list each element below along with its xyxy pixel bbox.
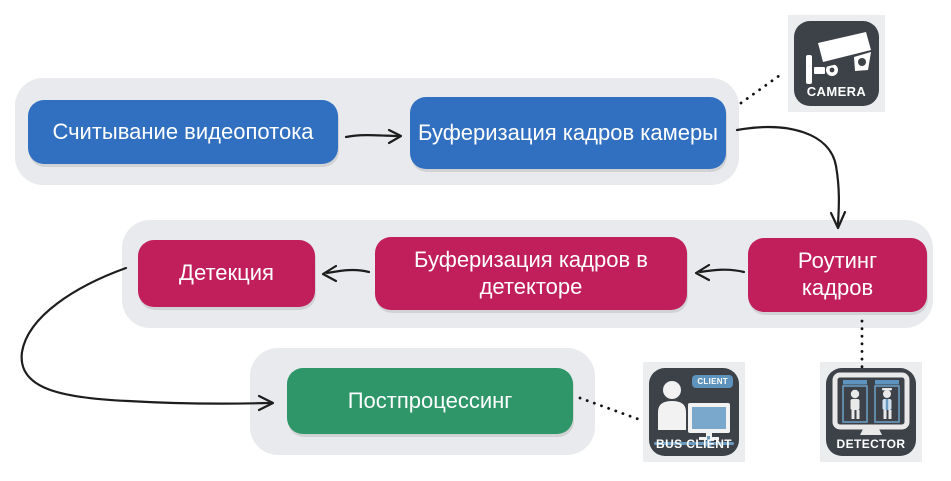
detector-tile: DETECTOR — [820, 362, 922, 462]
node-detector-buffer: Буферизация кадров в детекторе — [375, 237, 687, 310]
node-read-stream: Считывание видеопотока — [28, 100, 338, 164]
camera-icon: CAMERA — [794, 21, 879, 106]
node-frame-routing: Роутинг кадров — [748, 238, 927, 312]
node-postprocessing: Постпроцессинг — [287, 368, 573, 434]
node-camera-buffer: Буферизация кадров камеры — [410, 97, 726, 169]
cctv-camera-icon — [806, 32, 871, 84]
node-detection: Детекция — [138, 240, 315, 307]
bus-client-caption: BUS CLIENT — [656, 437, 732, 451]
bus-client-icon: CLIENT BUS CLIENT — [649, 368, 739, 456]
arrow-cambuf-to-routing — [735, 126, 847, 230]
dotted-cambuf-to-camera — [739, 71, 785, 105]
person-monitor-icon — [654, 381, 734, 447]
detector-monitor-icon — [832, 372, 910, 435]
detector-caption: DETECTOR — [836, 437, 906, 451]
camera-caption: CAMERA — [806, 84, 867, 99]
client-badge: CLIENT — [692, 375, 733, 388]
bus-client-tile: CLIENT BUS CLIENT — [643, 362, 745, 462]
camera-tile: CAMERA — [788, 15, 885, 112]
detector-icon: DETECTOR — [826, 368, 916, 456]
